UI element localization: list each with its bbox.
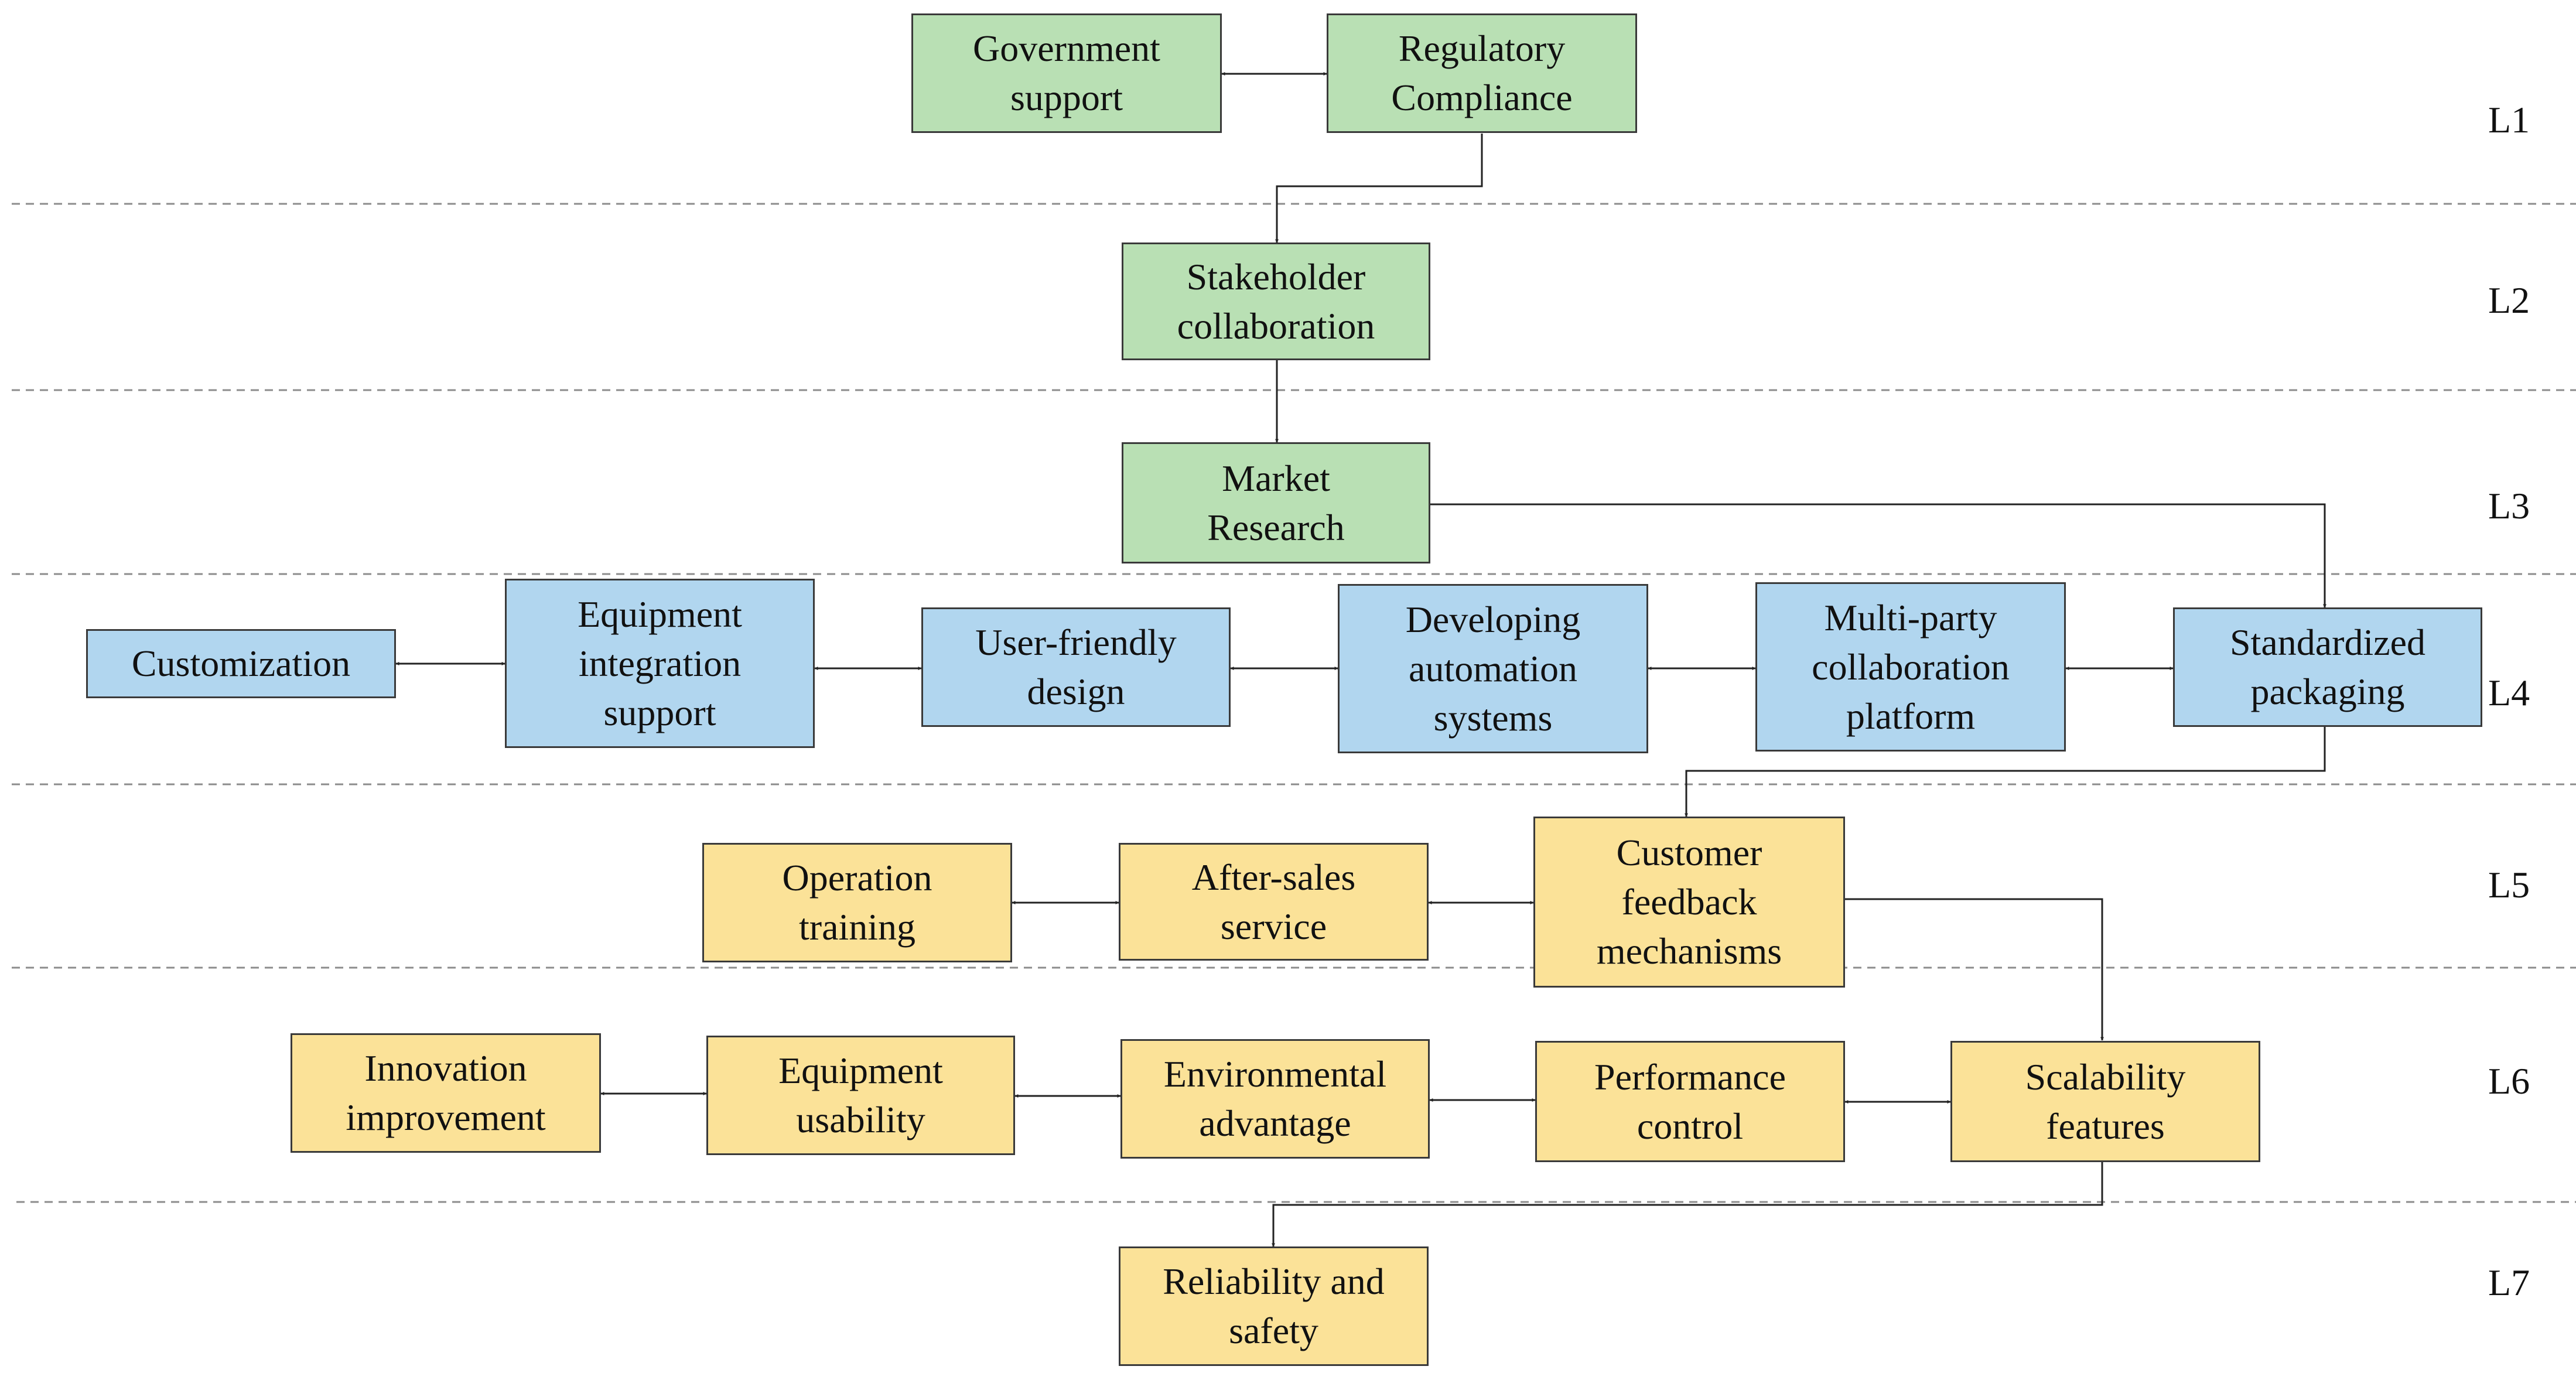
level-label-l2: L2 [2488, 279, 2530, 321]
node-equipment-usability: Equipment usability [706, 1036, 1015, 1155]
level-label-l4: L4 [2488, 672, 2530, 713]
node-stakeholder-collaboration: Stakeholder collaboration [1122, 243, 1430, 360]
level-label-l6: L6 [2488, 1060, 2530, 1102]
arrow-market-to-standardized [1430, 503, 2326, 608]
node-standardized-packaging: Standardized packaging [2173, 607, 2482, 727]
level-label-l3: L3 [2488, 485, 2530, 527]
level-label-l7: L7 [2488, 1262, 2530, 1303]
node-user-friendly-design: User-friendly design [921, 607, 1231, 727]
arrow-scalability-to-reliability [1272, 1162, 2103, 1247]
arrow-standardized-to-feedback [1685, 727, 2326, 817]
level-label-l1: L1 [2488, 99, 2530, 141]
level-dividers [12, 203, 2576, 1203]
node-government-support: Government support [911, 13, 1222, 133]
arrow-feedback-to-scalability [1845, 898, 2104, 1041]
node-customer-feedback-mechanisms: Customer feedback mechanisms [1533, 817, 1845, 988]
node-regulatory-compliance: Regulatory Compliance [1327, 13, 1637, 133]
node-innovation-improvement: Innovation improvement [291, 1033, 601, 1153]
node-market-research: Market Research [1122, 442, 1430, 563]
node-reliability-and-safety: Reliability and safety [1119, 1246, 1429, 1366]
node-operation-training: Operation training [702, 843, 1012, 962]
node-after-sales-service: After-sales service [1119, 843, 1429, 961]
node-equipment-integration-support: Equipment integration support [505, 579, 815, 748]
node-multi-party-collaboration-platform: Multi-party collaboration platform [1755, 582, 2066, 752]
node-environmental-advantage: Environmental advantage [1120, 1039, 1430, 1159]
arrow-regulatory-to-stakeholder [1275, 134, 1483, 243]
node-performance-control: Performance control [1535, 1041, 1845, 1162]
node-customization: Customization [86, 629, 396, 698]
level-label-l5: L5 [2488, 864, 2530, 906]
node-developing-automation-systems: Developing automation systems [1338, 584, 1648, 753]
node-scalability-features: Scalability features [1950, 1041, 2260, 1162]
